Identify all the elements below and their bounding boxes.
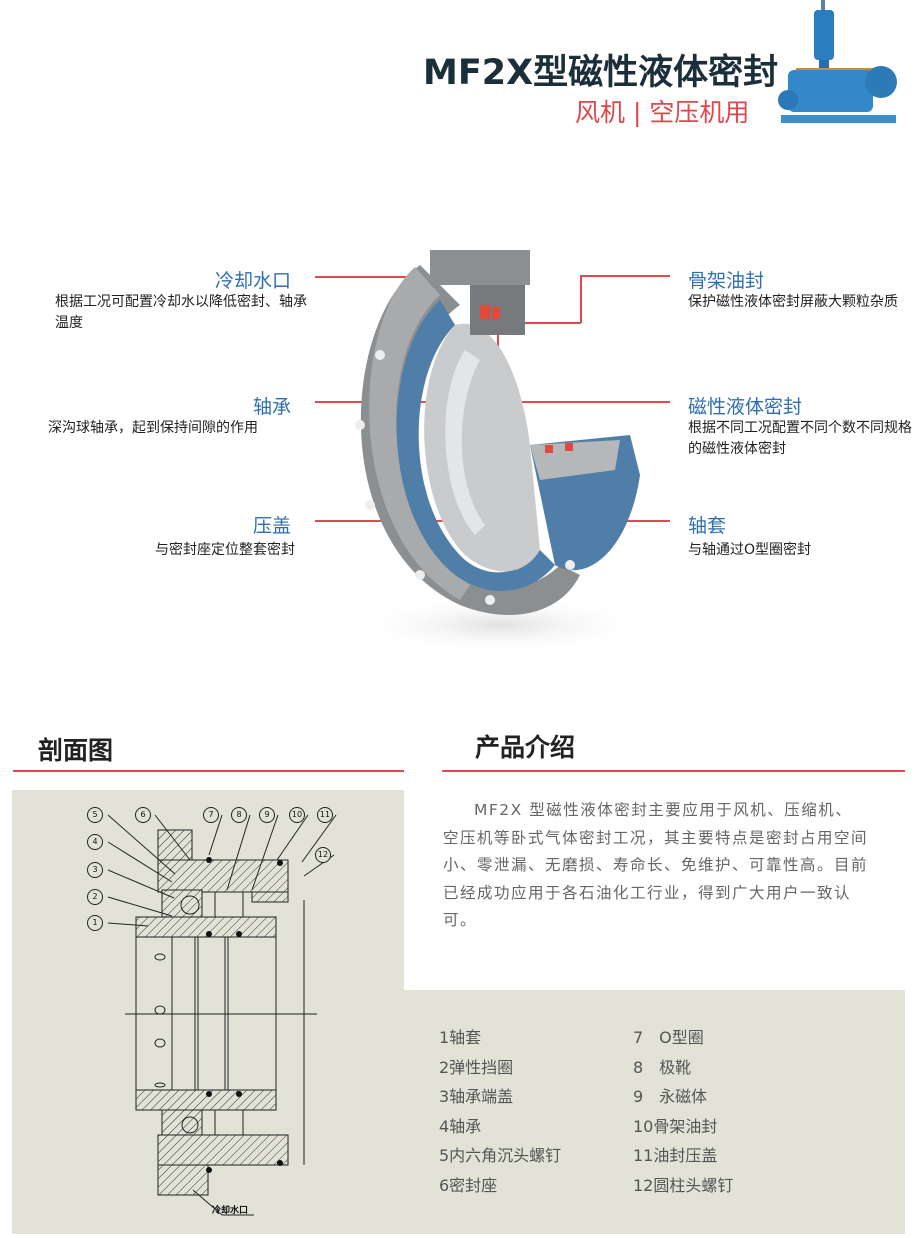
seal-3d-render [350,250,650,655]
part-item: 5内六角沉头螺钉 [439,1146,562,1165]
balloon-11: 11 [317,807,333,823]
callout-cooling-desc: 根据工况可配置冷却水以降低密封、轴承温度 [55,294,307,331]
section-view-heading: 剖面图 [38,736,114,765]
balloon-6: 6 [135,807,151,823]
balloon-2: 2 [87,889,103,905]
product-intro-text: MF2X 型磁性液体密封主要应用于风机、压缩机、空压机等卧式气体密封工况，其主要… [443,801,869,929]
balloon-3: 3 [87,862,103,878]
leader-line [520,322,581,324]
callout-oil-seal-label: 骨架油封 [688,270,765,292]
callout-bearing-label: 轴承 [252,396,291,418]
balloon-8: 8 [231,807,247,823]
balloon-5: 5 [87,807,103,823]
callout-oil-seal-desc: 保护磁性液体密封屏蔽大颗粒杂质 [688,294,898,310]
callout-ferro-seal-label: 磁性液体密封 [688,396,803,418]
blower-image [778,0,897,123]
balloon-12: 12 [315,847,331,863]
parts-list-panel: 1轴套 2弹性挡圈 3轴承端盖 4轴承 5内六角沉头螺钉 6密封座 7 O型圈 8 极靴 9 永… [404,990,905,1234]
part-item: 1轴套 [439,1028,482,1047]
leader-line [580,275,582,323]
balloon-4: 4 [87,834,103,850]
balloon-1: 1 [87,915,103,931]
leader-line [315,276,425,278]
part-item: 8 极靴 [633,1057,692,1077]
part-item: 3轴承端盖 [439,1087,514,1106]
leader-line [315,520,445,522]
callout-cooling-label: 冷却水口 [214,270,291,292]
leader-line [580,275,670,277]
callout-bearing-desc: 深沟球轴承，起到保持间隙的作用 [48,420,258,436]
part-item: 12圆柱头螺钉 [633,1175,734,1195]
part-item: 2弹性挡圈 [439,1057,514,1077]
callout-sleeve-desc: 与轴通过O型圈密封 [688,542,812,558]
callout-gland-desc: 与密封座定位整套密封 [155,542,295,558]
page-subtitle: 风机 | 空压机用 [575,98,750,127]
balloon-7: 7 [203,807,219,823]
page-title: MF2X型磁性液体密封 [423,53,779,93]
part-item: 11油封压盖 [633,1146,718,1165]
part-item: 9 永磁体 [633,1087,708,1106]
balloon-9: 9 [259,807,275,823]
part-item: 7 O型圈 [633,1028,704,1047]
part-item: 6密封座 [439,1175,498,1195]
part-item: 10骨架油封 [633,1116,718,1136]
cooling-port-label: 冷却水口 [212,1206,249,1216]
leader-line [497,401,670,403]
callout-ferro-seal-desc: 根据不同工况配置不同个数不同规格的磁性液体密封 [688,420,912,457]
divider [13,770,404,772]
part-item: 4轴承 [439,1116,482,1136]
balloon-10: 10 [289,807,305,823]
callout-gland-label: 压盖 [252,515,291,537]
callout-sleeve-label: 轴套 [688,515,727,537]
cross-section-drawing [107,814,337,1216]
product-intro-heading: 产品介绍 [475,733,576,762]
divider [442,770,905,772]
